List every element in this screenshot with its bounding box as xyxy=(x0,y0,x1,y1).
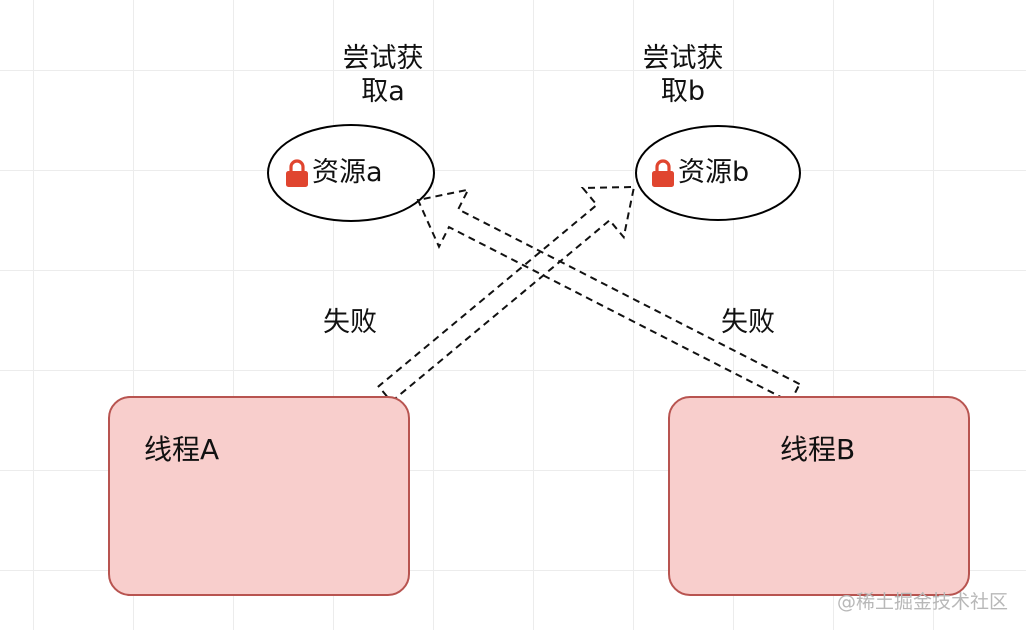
fail-label-left: 失败 xyxy=(323,307,377,338)
arrow-thread-b-to-resource-a[interactable] xyxy=(416,188,801,404)
resource-a-node: 资源a xyxy=(284,157,383,189)
resource-b-ellipse[interactable] xyxy=(635,125,801,221)
arrow-thread-a-to-resource-b[interactable] xyxy=(377,185,636,404)
resource-b-node: 资源b xyxy=(650,157,749,189)
attempt-label-b: 尝试获取b xyxy=(642,43,724,107)
resource-b-label: 资源b xyxy=(678,157,750,188)
watermark: @稀土掘金技术社区 xyxy=(836,591,1008,613)
thread-b-box[interactable]: 线程B xyxy=(668,396,970,596)
lock-icon xyxy=(286,159,308,187)
fail-label-right: 失败 xyxy=(721,307,775,338)
attempt-label-a: 尝试获取a xyxy=(342,43,424,107)
thread-b-label: 线程B xyxy=(780,433,856,466)
thread-a-label: 线程A xyxy=(144,433,220,466)
thread-a-box[interactable]: 线程A xyxy=(108,396,410,596)
resource-a-label: 资源a xyxy=(312,157,383,188)
lock-icon xyxy=(652,159,674,187)
resource-a-ellipse[interactable] xyxy=(267,124,435,222)
